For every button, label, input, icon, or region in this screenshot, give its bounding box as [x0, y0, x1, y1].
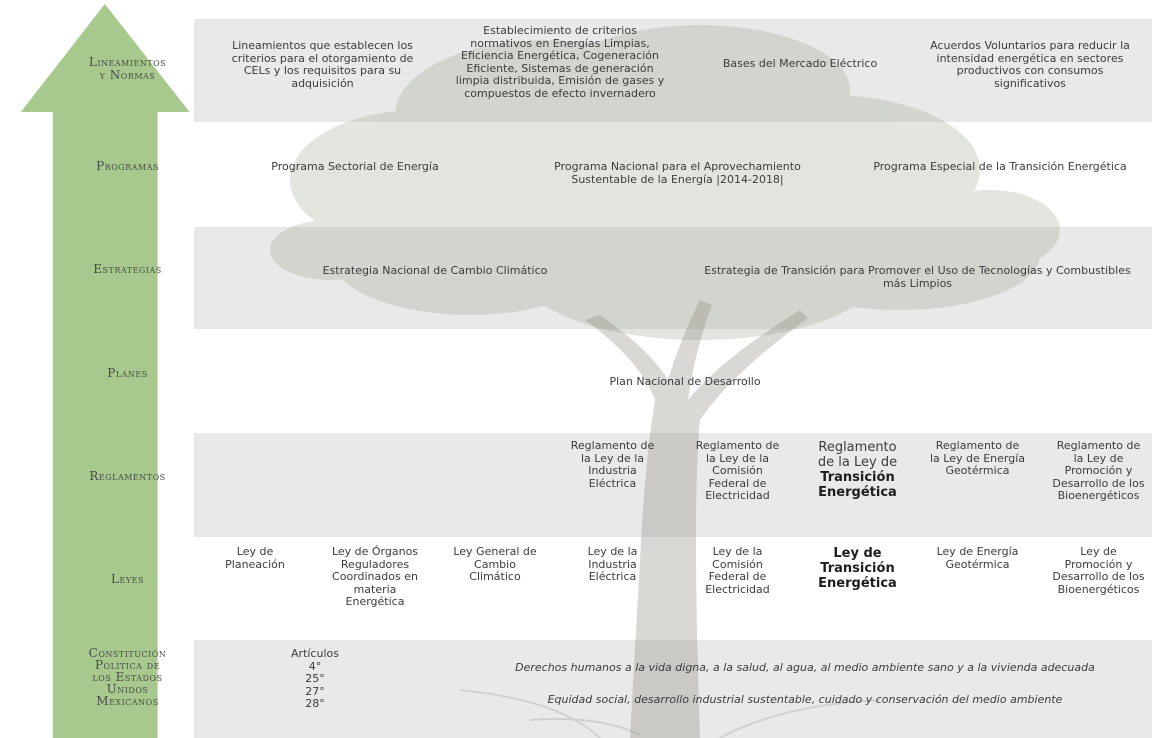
level-estrategias: Estrategias: [93, 262, 162, 276]
band-lineamientos: [194, 19, 1152, 122]
band-constitucion: [194, 640, 1152, 738]
programa-nacional-aprovechamiento: Programa Nacional para el Aprovechamient…: [554, 160, 801, 186]
level-programas: Programas: [96, 159, 159, 173]
hierarchy-arrow: [20, 4, 190, 738]
plan-nacional-desarrollo: Plan Nacional de Desarrollo: [609, 375, 761, 388]
estrategia-transicion-tecnologias: Estrategia de Transición para Promover e…: [704, 264, 1131, 290]
programa-sectorial: Programa Sectorial de Energía: [271, 160, 439, 173]
programa-especial-transicion: Programa Especial de la Transición Energ…: [873, 160, 1127, 173]
band-reglamentos: [194, 433, 1152, 537]
band-estrategias: [194, 227, 1152, 329]
constitucion-derechos-humanos: Derechos humanos a la vida digna, a la s…: [515, 661, 1095, 674]
estrategia-cambio-climatico: Estrategia Nacional de Cambio Climático: [322, 264, 548, 277]
constitucion-equidad-social: Equidad social, desarrollo industrial su…: [547, 693, 1063, 706]
level-reglamentos: Reglamentos: [89, 469, 166, 483]
level-planes: Planes: [107, 366, 148, 380]
lineamientos-bases-mercado: Bases del Mercado Eléctrico: [722, 57, 878, 70]
constitucion-articulos: Artículos 4°25° 27°28°: [291, 647, 339, 710]
level-leyes: Leyes: [111, 572, 144, 586]
